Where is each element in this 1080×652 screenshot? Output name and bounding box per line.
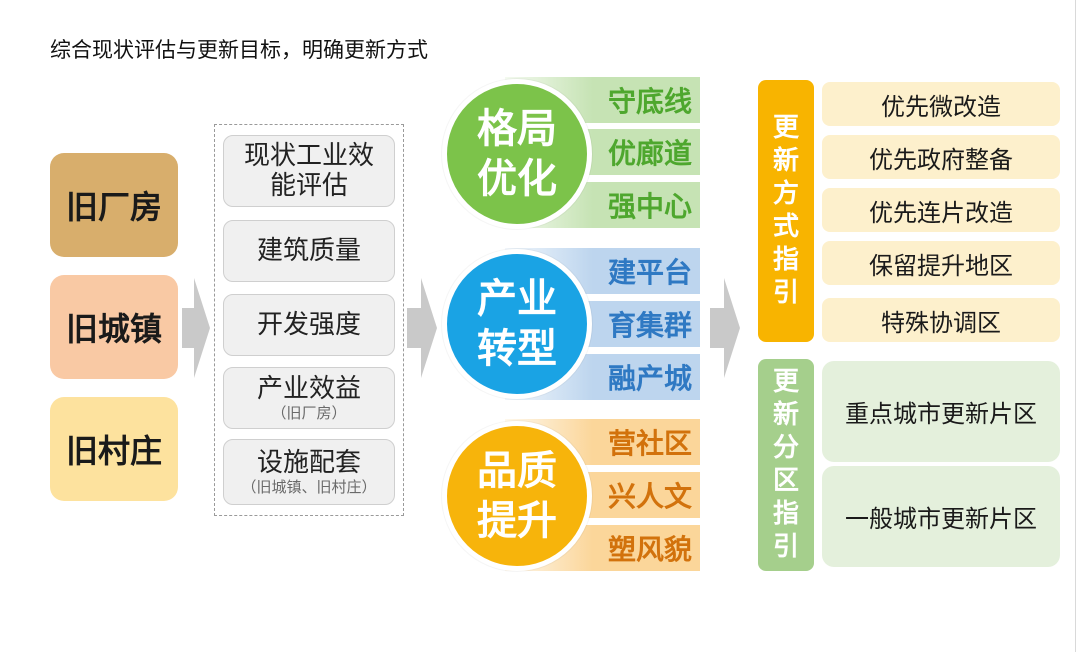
divider bbox=[1075, 0, 1076, 652]
eval-industrial-benefit-label: 产业效益 bbox=[256, 374, 361, 404]
arrow-right-icon bbox=[710, 278, 740, 378]
goal-industry-circle: 产业转型 bbox=[442, 249, 592, 399]
goal-pattern-line1: 格局 bbox=[477, 106, 557, 152]
eval-facilities-label: 设施配套 bbox=[256, 448, 361, 478]
evaluation-group bbox=[214, 124, 404, 516]
arrow-right-icon bbox=[407, 278, 437, 378]
goal-quality-line2: 提升 bbox=[477, 498, 557, 544]
eval-development-intensity: 开发强度 bbox=[223, 294, 395, 356]
goal-industry-line2: 转型 bbox=[477, 326, 557, 372]
methods-label-char: 方 bbox=[772, 179, 799, 209]
eval-building-quality-label: 建筑质量 bbox=[256, 236, 361, 266]
eval-facilities: 设施配套 （旧城镇、旧村庄） bbox=[223, 439, 395, 505]
eval-efficiency-line2: 能评估 bbox=[269, 171, 348, 201]
zones-label-char: 更 bbox=[772, 367, 799, 397]
method-item-3: 优先连片改造 bbox=[822, 188, 1060, 232]
method-item-5: 特殊协调区 bbox=[822, 298, 1060, 342]
goal-quality-line1: 品质 bbox=[477, 448, 557, 494]
method-item-1: 优先微改造 bbox=[822, 82, 1060, 126]
zones-label-char: 引 bbox=[772, 532, 799, 562]
zones-label-char: 分 bbox=[772, 433, 799, 463]
zones-label-char: 区 bbox=[772, 466, 799, 496]
eval-building-quality: 建筑质量 bbox=[223, 220, 395, 282]
methods-label-char: 式 bbox=[772, 212, 799, 242]
arrow-right-icon bbox=[182, 278, 210, 378]
eval-efficiency-line1: 现状工业效 bbox=[243, 141, 374, 171]
category-old-town: 旧城镇 bbox=[50, 275, 178, 379]
zone-item-1: 重点城市更新片区 bbox=[822, 361, 1060, 462]
methods-label-char: 更 bbox=[772, 113, 799, 143]
eval-facilities-note: （旧城镇、旧村庄） bbox=[241, 478, 377, 496]
page-title: 综合现状评估与更新目标，明确更新方式 bbox=[50, 38, 428, 62]
eval-development-intensity-label: 开发强度 bbox=[256, 310, 361, 340]
category-old-factory: 旧厂房 bbox=[50, 153, 178, 257]
method-item-2: 优先政府整备 bbox=[822, 135, 1060, 179]
methods-label-char: 指 bbox=[772, 245, 799, 275]
category-old-village: 旧村庄 bbox=[50, 397, 178, 501]
methods-label: 更 新 方 式 指 引 bbox=[758, 80, 814, 342]
goal-pattern-circle: 格局优化 bbox=[442, 79, 592, 229]
methods-label-char: 引 bbox=[772, 278, 799, 308]
goal-industry-line1: 产业 bbox=[477, 276, 557, 322]
method-item-4: 保留提升地区 bbox=[822, 241, 1060, 285]
eval-industrial-benefit: 产业效益 （旧厂房） bbox=[223, 367, 395, 429]
zones-label: 更 新 分 区 指 引 bbox=[758, 359, 814, 571]
eval-industrial-benefit-note: （旧厂房） bbox=[271, 404, 347, 422]
goal-quality-circle: 品质提升 bbox=[442, 421, 592, 571]
goal-pattern-line2: 优化 bbox=[477, 156, 557, 202]
zones-label-char: 新 bbox=[772, 400, 799, 430]
eval-efficiency: 现状工业效 能评估 bbox=[223, 135, 395, 207]
methods-label-char: 新 bbox=[772, 146, 799, 176]
zone-item-2: 一般城市更新片区 bbox=[822, 466, 1060, 567]
goal-pattern-item-2: 优廊道 bbox=[505, 129, 700, 175]
zones-label-char: 指 bbox=[772, 499, 799, 529]
